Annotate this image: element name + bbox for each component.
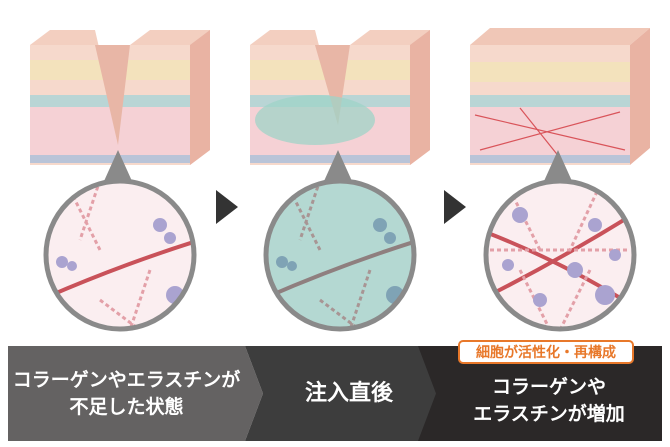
arrow-right-icon: [444, 190, 466, 224]
filler-area: [255, 95, 375, 145]
step-after-injection: 注入直後: [245, 346, 453, 441]
step-label: コラーゲンやエラスチンが: [12, 368, 241, 391]
activation-badge: 細胞が活性化・再構成: [458, 340, 634, 364]
arrow-right-icon: [216, 190, 238, 224]
zoom-circle-restored: [483, 178, 637, 332]
step-label: 不足した状態: [69, 395, 184, 418]
step-label: コラーゲンや: [491, 375, 606, 398]
skin-block-wrinkled: [30, 30, 210, 165]
step-deficient: コラーゲンやエラスチンが不足した状態: [8, 346, 263, 441]
step-label: エラスチンが増加: [473, 402, 625, 425]
zoom-circle-injected: [263, 178, 417, 332]
skin-block-restored: [470, 28, 650, 165]
skin-block-injected: [250, 30, 430, 165]
zoom-circle-deficient: [43, 178, 197, 332]
step-label: 注入直後: [304, 381, 393, 406]
